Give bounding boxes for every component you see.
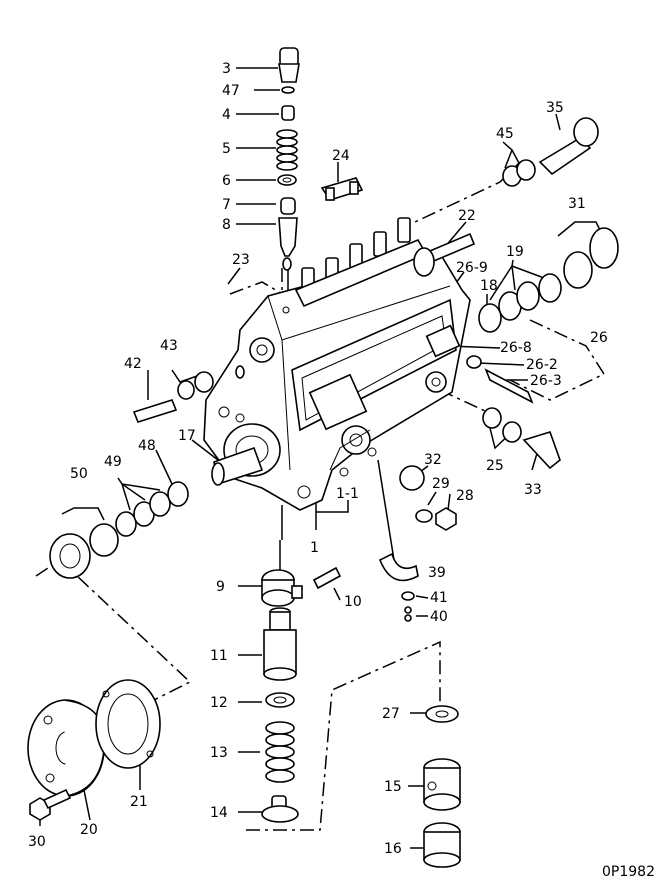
callout-1: 1 — [310, 540, 319, 556]
callout-32: 32 — [424, 452, 442, 468]
callout-25: 25 — [486, 458, 504, 474]
callout-5: 5 — [222, 141, 231, 157]
callout-26-9: 26-9 — [456, 260, 488, 276]
callout-8: 8 — [222, 217, 231, 233]
washer-43b — [194, 371, 214, 393]
lever-shaft — [413, 232, 476, 277]
callout-49: 49 — [104, 454, 122, 470]
bolt-33 — [522, 431, 561, 470]
callout-31: 31 — [568, 196, 586, 212]
delivery-valve-spring — [276, 129, 298, 171]
callout-18: 18 — [480, 278, 498, 294]
callout-6: 6 — [222, 173, 231, 189]
callout-26-3: 26-3 — [530, 373, 562, 389]
callout-14: 14 — [210, 805, 228, 821]
callout-22: 22 — [458, 208, 476, 224]
tappet-15 — [423, 758, 461, 811]
callout-3: 3 — [222, 61, 231, 77]
callout-9: 9 — [216, 579, 225, 595]
bolt-42 — [132, 399, 178, 423]
callout-50: 50 — [70, 466, 88, 482]
shim-49a — [115, 511, 137, 537]
plunger-11 — [263, 607, 297, 681]
delivery-valve-holder — [278, 47, 300, 94]
callout-40: 40 — [430, 609, 448, 625]
control-sleeve — [261, 569, 303, 607]
callout-labels: 3 47 4 5 6 7 8 24 45 35 22 23 31 19 26-9… — [28, 61, 655, 880]
callout-42: 42 — [124, 356, 142, 372]
gear-50 — [49, 533, 91, 579]
clamp-plate — [320, 177, 364, 201]
shims-19 — [498, 273, 562, 321]
callout-21: 21 — [130, 794, 148, 810]
callout-29: 29 — [432, 476, 450, 492]
callout-12: 12 — [210, 695, 228, 711]
lower-spring-seat — [261, 795, 299, 823]
upper-spring-seat — [265, 692, 295, 708]
valve-spring-seat — [281, 105, 295, 121]
washer-25b — [502, 421, 522, 443]
plunger-spring — [265, 721, 295, 783]
callout-26: 26 — [590, 330, 608, 346]
delivery-valve — [280, 197, 296, 215]
pump-housing — [203, 249, 471, 511]
callout-16: 16 — [384, 841, 402, 857]
callout-24: 24 — [332, 148, 350, 164]
callout-45: 45 — [496, 126, 514, 142]
callout-1-1: 1-1 — [336, 486, 359, 502]
bolt-26-3 — [484, 368, 534, 404]
callout-19: 19 — [506, 244, 524, 260]
washer-27 — [425, 705, 459, 723]
callout-11: 11 — [210, 648, 228, 664]
washer-26-2 — [466, 355, 482, 369]
callout-41: 41 — [430, 590, 448, 606]
bolt-40b — [404, 614, 412, 622]
flange-20 — [27, 699, 106, 797]
banjo-fitting — [538, 117, 599, 176]
callout-35: 35 — [546, 100, 564, 116]
callout-17: 17 — [178, 428, 196, 444]
plunger-barrel — [278, 217, 298, 257]
callout-26-8: 26-8 — [500, 340, 532, 356]
callout-10: 10 — [344, 594, 362, 610]
o-ring-32 — [399, 465, 425, 491]
callout-28: 28 — [456, 488, 474, 504]
screw-10 — [312, 566, 342, 590]
callout-43: 43 — [160, 338, 178, 354]
callout-23: 23 — [232, 252, 250, 268]
roller-16 — [423, 822, 461, 868]
washer-48 — [167, 481, 189, 507]
callout-7: 7 — [222, 197, 231, 213]
gasket-washer — [277, 174, 297, 186]
parts — [27, 47, 619, 868]
shim-18 — [478, 303, 502, 333]
washer-43a — [177, 380, 195, 400]
callout-26-2: 26-2 — [526, 357, 558, 373]
washer-25a — [482, 407, 502, 429]
callout-20: 20 — [80, 822, 98, 838]
shim-49c — [149, 491, 171, 517]
callout-47: 47 — [222, 83, 240, 99]
washer-29 — [415, 509, 433, 523]
washer-41 — [401, 591, 415, 601]
callout-39: 39 — [428, 565, 446, 581]
callout-27: 27 — [382, 706, 400, 722]
drawing-code: 0P1982 — [602, 864, 655, 880]
bolt-40a — [404, 606, 412, 614]
callout-4: 4 — [222, 107, 231, 123]
bolt-30 — [29, 788, 72, 821]
callout-13: 13 — [210, 745, 228, 761]
callout-48: 48 — [138, 438, 156, 454]
washers-45 — [502, 159, 536, 187]
callout-15: 15 — [384, 779, 402, 795]
gear-hub — [89, 523, 119, 557]
callout-30: 30 — [28, 834, 46, 850]
callout-33: 33 — [524, 482, 542, 498]
bearing-31 — [563, 227, 619, 289]
gasket-21 — [95, 679, 161, 769]
nut-28 — [435, 507, 457, 531]
clip-39 — [378, 552, 419, 582]
